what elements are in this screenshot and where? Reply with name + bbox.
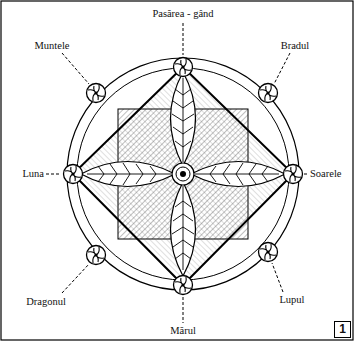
symbol-label: Dragonul	[25, 296, 67, 308]
symbol-label: Luna	[21, 168, 45, 180]
leader-lines	[46, 23, 307, 323]
symbol-label: Lupul	[278, 294, 305, 306]
callout-number: 1	[334, 321, 351, 338]
symbol-label: Pasărea - gând	[151, 8, 214, 20]
symbol-label: Muntele	[34, 40, 71, 52]
symbol-label: Bradul	[280, 40, 311, 52]
leaves	[81, 72, 285, 276]
spiral-symbols	[64, 58, 303, 295]
symbol-label: Soarele	[309, 168, 343, 180]
symbol-label: Mărul	[169, 325, 197, 337]
